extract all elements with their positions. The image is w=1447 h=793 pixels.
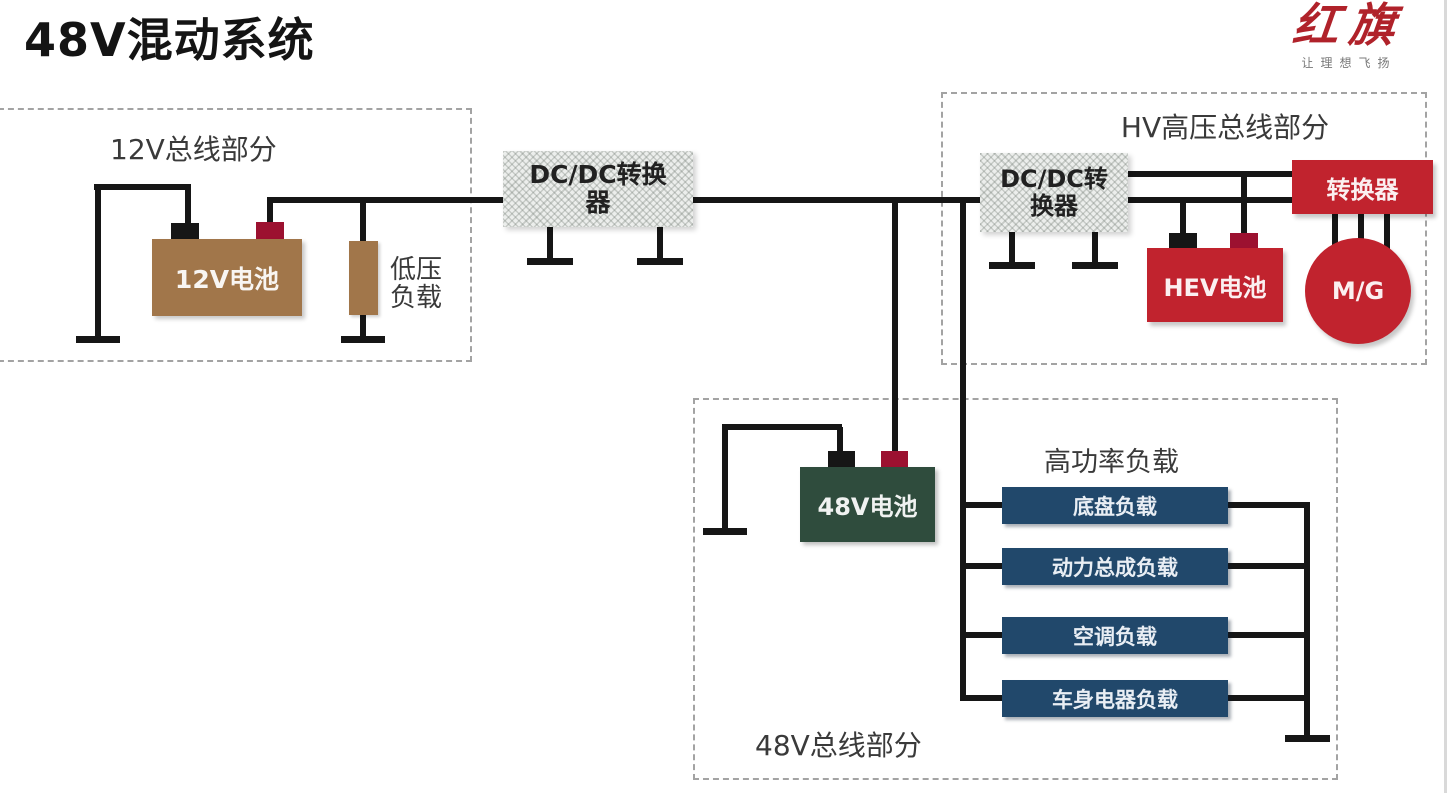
motor-generator-label: M/G bbox=[1331, 277, 1385, 305]
wire-loads-bus-right bbox=[1304, 502, 1310, 739]
wire-hev-neg-riser bbox=[1180, 200, 1186, 234]
dcdc-converter-hv-label-line1: DC/DC转 bbox=[1000, 164, 1108, 193]
terminal-12v-negative bbox=[171, 223, 199, 240]
ground-symbol-dcdc-hv-2 bbox=[1072, 232, 1118, 269]
terminal-12v-positive bbox=[256, 222, 284, 240]
section-12v-bus-frame bbox=[0, 108, 472, 362]
dcdc-converter-mid: DC/DC转换 器 bbox=[503, 151, 693, 227]
wire-load1-right-stub bbox=[1228, 502, 1310, 508]
ground-symbol-loads bbox=[1285, 735, 1330, 742]
load-chassis: 底盘负载 bbox=[1002, 487, 1228, 524]
wire-load3-right-stub bbox=[1228, 632, 1310, 638]
wire-converter-mg-3 bbox=[1384, 213, 1390, 250]
converter-box: 转换器 bbox=[1292, 160, 1433, 214]
ground-symbol-lv-load bbox=[341, 314, 385, 343]
wire-main-bus bbox=[692, 197, 980, 203]
wire-lv-load-tap bbox=[360, 200, 366, 242]
terminal-hev-negative bbox=[1169, 233, 1197, 248]
battery-12v-box: 12V电池 bbox=[152, 239, 302, 316]
dcdc-converter-hv-label-line2: 换器 bbox=[1030, 191, 1078, 220]
ground-symbol-dcdc-mid-2 bbox=[637, 227, 683, 265]
wire-load1-left-stub bbox=[960, 502, 1002, 508]
wire-48v-battery-riser bbox=[892, 200, 898, 453]
hongqi-logo-brand: 红旗 bbox=[1290, 0, 1408, 52]
hev-battery-label: HEV电池 bbox=[1163, 273, 1267, 302]
hongqi-logo-slogan: 让理想飞扬 bbox=[1301, 55, 1397, 70]
wire-converter-mg-1 bbox=[1332, 213, 1338, 250]
dcdc-converter-mid-label-line2: 器 bbox=[585, 188, 611, 217]
ground-symbol-dcdc-mid-1 bbox=[527, 227, 573, 265]
wire-load2-right-stub bbox=[1228, 563, 1310, 569]
hev-battery-box: HEV电池 bbox=[1147, 248, 1283, 322]
wire-load4-left-stub bbox=[960, 695, 1002, 701]
terminal-hev-positive bbox=[1230, 233, 1258, 248]
section-48v-label: 48V总线部分 bbox=[755, 729, 922, 762]
wire-converter-mg-2 bbox=[1358, 213, 1364, 250]
wire-load2-left-stub bbox=[960, 563, 1002, 569]
dcdc-converter-hv: DC/DC转 换器 bbox=[980, 153, 1128, 232]
section-hv-label: HV高压总线部分 bbox=[1120, 111, 1330, 144]
motor-generator-circle: M/G bbox=[1305, 238, 1411, 344]
wire-hv-top bbox=[1128, 171, 1293, 177]
wire-loads-bus-left bbox=[960, 200, 966, 701]
wire-12v-bus bbox=[267, 197, 503, 203]
load-air-conditioning: 空调负载 bbox=[1002, 617, 1228, 654]
ground-symbol-12v-battery bbox=[76, 184, 120, 343]
wire-12v-neg-drop bbox=[185, 184, 191, 225]
load-powertrain: 动力总成负载 bbox=[1002, 548, 1228, 585]
page-edge-strip bbox=[1444, 0, 1447, 793]
section-hv-bus-frame bbox=[941, 92, 1427, 365]
terminal-48v-positive bbox=[881, 451, 908, 468]
load-body-electronics: 车身电器负载 bbox=[1002, 680, 1228, 717]
wire-48v-neg-drop bbox=[837, 427, 843, 453]
high-power-loads-title: 高功率负载 bbox=[1044, 447, 1179, 478]
wire-load4-right-stub bbox=[1228, 695, 1310, 701]
wire-hv-bottom bbox=[1128, 197, 1293, 203]
lv-load-resistor bbox=[349, 241, 378, 315]
battery-48v-box: 48V电池 bbox=[800, 467, 935, 542]
wire-48v-ground-top bbox=[722, 424, 842, 430]
wire-load3-left-stub bbox=[960, 632, 1002, 638]
wire-12v-pos-riser bbox=[267, 197, 273, 224]
battery-12v-label: 12V电池 bbox=[174, 264, 280, 294]
lv-load-label: 低压 负载 bbox=[390, 255, 443, 314]
section-48v-bus-frame bbox=[693, 398, 1338, 780]
ground-symbol-48v-battery bbox=[703, 424, 747, 535]
hongqi-logo: 红旗 让理想飞扬 bbox=[1259, 0, 1439, 71]
dcdc-converter-mid-label-line1: DC/DC转换 bbox=[529, 160, 667, 189]
wire-hev-pos-riser bbox=[1241, 174, 1247, 234]
terminal-48v-negative bbox=[828, 451, 855, 468]
battery-48v-label: 48V电池 bbox=[817, 493, 918, 521]
converter-label: 转换器 bbox=[1326, 175, 1399, 204]
section-12v-label: 12V总线部分 bbox=[110, 133, 277, 166]
page-title: 48V混动系统 bbox=[24, 13, 315, 67]
wire-12v-ground-top bbox=[94, 184, 191, 190]
ground-symbol-dcdc-hv-1 bbox=[989, 232, 1035, 269]
